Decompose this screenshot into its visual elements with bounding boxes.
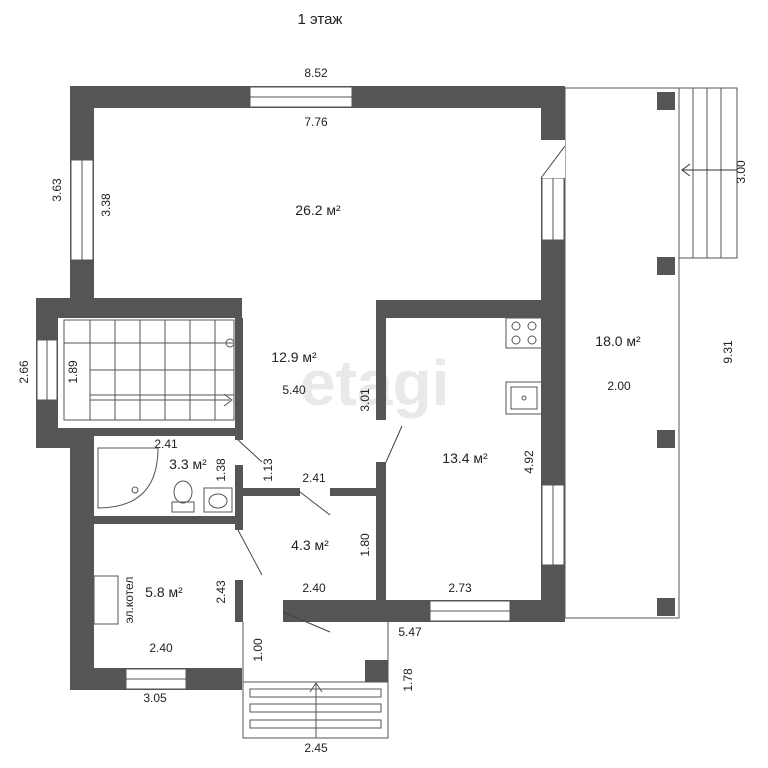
- dim-top-outer: 8.52: [304, 66, 328, 80]
- terrace: [564, 87, 738, 619]
- doors: [243, 140, 565, 622]
- boiler-label: эл.котел: [122, 577, 136, 624]
- dim-boiler-outer: 3.05: [143, 691, 167, 705]
- kitchen-fixtures: [505, 317, 543, 415]
- dim-corr-height: 1.80: [358, 533, 372, 557]
- dim-kitchen-wall: 3.01: [358, 388, 372, 412]
- dim-stair-inner: 1.89: [66, 360, 80, 384]
- bathroom-fixtures: [97, 447, 233, 513]
- dim-porch-width: 2.45: [304, 741, 328, 755]
- dim-boiler-bottom: 2.40: [149, 641, 173, 655]
- dim-kitchen-length: 4.92: [522, 450, 536, 474]
- door-swings: [237, 145, 566, 633]
- floor-title: 1 этаж: [298, 11, 343, 28]
- living-room-area: 26.2 м²: [295, 202, 341, 218]
- dim-boiler-height: 2.43: [214, 580, 228, 604]
- dim-left-inner: 3.38: [99, 193, 113, 217]
- corridor-area: 4.3 м²: [291, 537, 329, 553]
- dim-entrance-height: 1.00: [251, 638, 265, 662]
- dim-hall-width: 5.40: [282, 383, 306, 397]
- terrace-area: 18.0 м²: [595, 333, 641, 349]
- windows: [36, 86, 565, 690]
- boiler: [93, 575, 119, 625]
- dim-bath-width: 2.41: [154, 437, 178, 451]
- terrace-posts: [657, 92, 675, 616]
- dim-terrace-steps: 3.00: [734, 160, 748, 184]
- dim-corr-bottom: 2.40: [302, 581, 326, 595]
- dim-corr-top: 2.41: [302, 471, 326, 485]
- dim-bath-height: 1.38: [214, 458, 228, 482]
- terrace-steps-arrow: [681, 163, 737, 177]
- dim-hall-corr: 1.13: [261, 458, 275, 482]
- dim-porch-height: 1.78: [401, 668, 415, 692]
- dim-top-inner: 7.76: [304, 115, 328, 129]
- hall-area: 12.9 м²: [271, 349, 317, 365]
- dim-entrance-outer: 5.47: [398, 625, 422, 639]
- kitchen-area: 13.4 м²: [442, 450, 488, 466]
- dim-kitchen-bottom: 2.73: [448, 581, 472, 595]
- staircase: [63, 319, 235, 421]
- dim-left-outer: 3.63: [50, 178, 64, 202]
- dim-stair-outer: 2.66: [17, 360, 31, 384]
- boiler-room-area: 5.8 м²: [145, 584, 183, 600]
- dim-terrace-width: 2.00: [607, 379, 631, 393]
- watermark: etagi: [300, 347, 449, 419]
- bathroom-area: 3.3 м²: [169, 456, 207, 472]
- dim-terrace-length: 9.31: [721, 340, 735, 364]
